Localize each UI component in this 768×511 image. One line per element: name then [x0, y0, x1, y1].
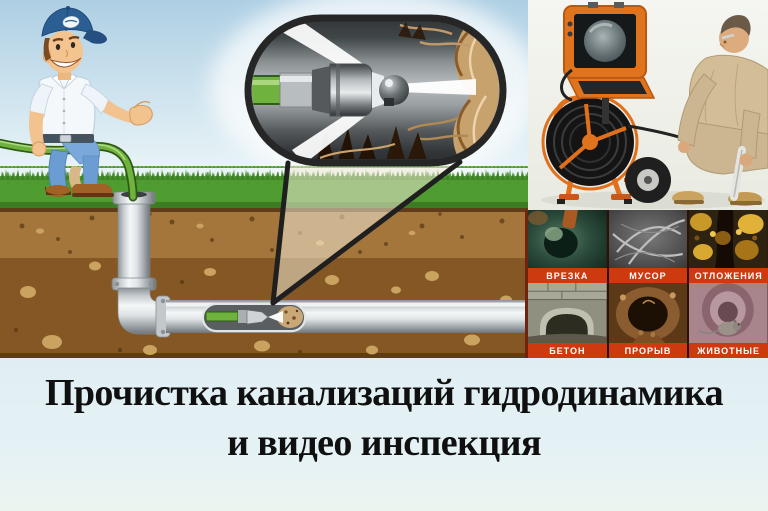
defect-photo-zhivotnye	[689, 283, 768, 343]
rat	[718, 321, 739, 336]
defect-photo-grid: ВРЕЗКА МУСОР ОТЛОЖЕНИЯ	[525, 210, 768, 358]
cutaway-water-jet	[268, 311, 283, 323]
monitor-screen	[584, 20, 626, 62]
defect-label-proryv: ПРОРЫВ	[608, 343, 688, 358]
keyboard-panel	[578, 81, 647, 94]
soil-cross-section	[0, 208, 528, 358]
water-jets	[282, 22, 476, 159]
defect-photo-vrezka	[528, 210, 607, 268]
transport-wheel	[624, 157, 671, 203]
defect-photo-beton	[528, 283, 607, 343]
defect-label-otlozheniya: ОТЛОЖЕНИЯ	[689, 268, 768, 283]
defect-photo-musor	[608, 210, 688, 268]
caption-line-2: и видео инспекция	[227, 422, 541, 464]
caption-line-1: Прочистка канализаций гидродинамика	[44, 372, 724, 414]
technician-head	[719, 23, 749, 53]
defect-label-beton: БЕТОН	[528, 343, 607, 358]
defect-label-musor: МУСОР	[608, 268, 688, 283]
defect-photo-proryv	[608, 283, 688, 343]
inspection-camera-system	[541, 2, 717, 204]
defect-photo-otlozheniya	[689, 210, 768, 268]
magnifier-callout-lines	[270, 159, 463, 306]
monitor-unit	[560, 2, 656, 124]
defect-label-zhivotnye: ЖИВОТНЫЕ	[689, 343, 768, 358]
plumber-cartoon	[29, 6, 153, 197]
magnifier-inset	[244, 14, 507, 167]
jetting-nozzle	[252, 63, 409, 117]
hydrodynamic-cleaning-illustration	[0, 0, 528, 358]
pipe-cutaway	[201, 302, 307, 333]
technician	[672, 14, 768, 206]
caption-banner: Прочистка канализаций гидродинамика и ви…	[0, 358, 768, 511]
defect-label-vrezka: ВРЕЗКА	[528, 268, 607, 283]
cable-reel	[541, 93, 639, 191]
camera-inspection-photo	[528, 0, 768, 210]
